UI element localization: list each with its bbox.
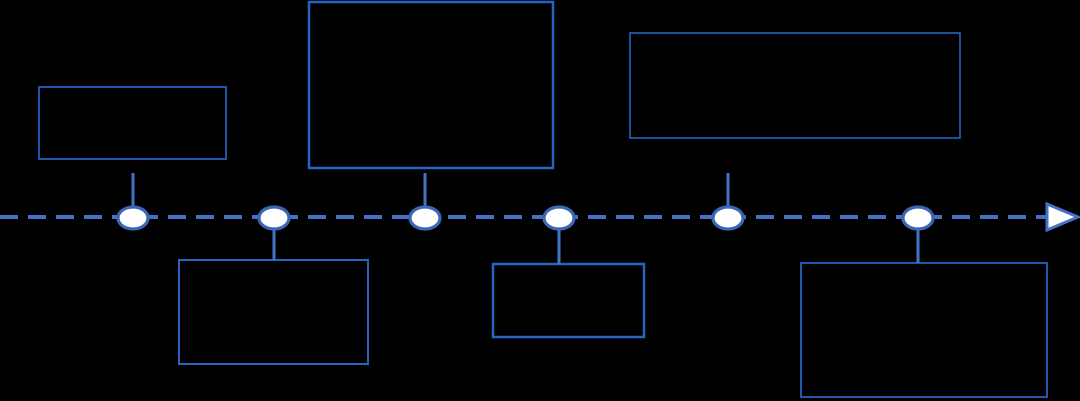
milestone-box <box>178 259 369 365</box>
timeline-arrowhead-icon <box>1045 201 1080 233</box>
timeline-node <box>711 205 745 231</box>
milestone-box <box>491 262 646 339</box>
timeline-node <box>901 205 935 231</box>
milestone-box <box>307 0 555 170</box>
timeline-node <box>408 205 442 231</box>
milestone-box <box>800 262 1048 398</box>
milestone-box <box>629 32 961 139</box>
timeline-node <box>542 205 576 231</box>
timeline-node <box>116 205 150 231</box>
timeline-node <box>257 205 291 231</box>
milestone-box <box>38 86 227 160</box>
